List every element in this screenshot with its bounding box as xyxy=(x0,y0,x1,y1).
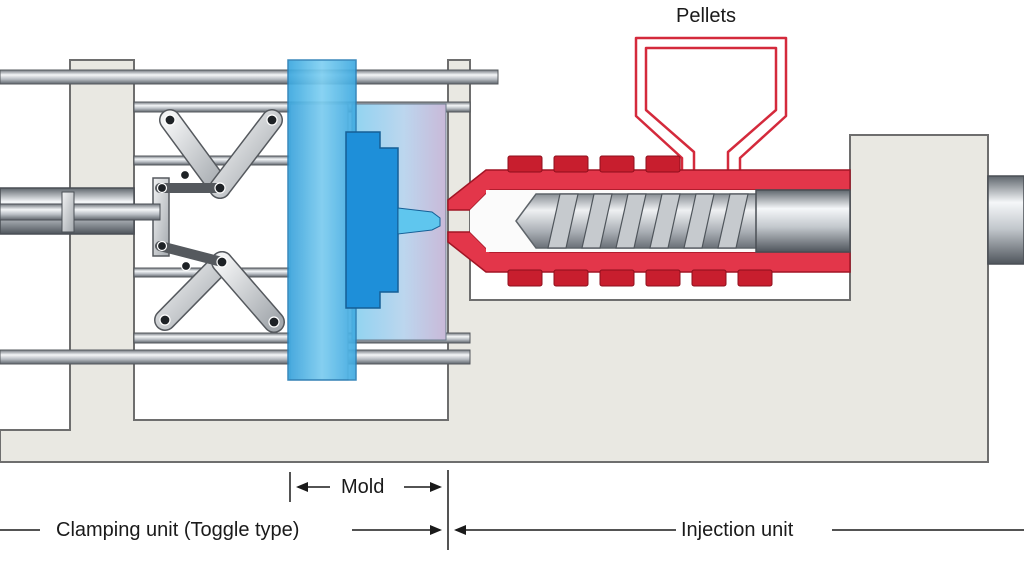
mold-label: Mold xyxy=(341,476,385,498)
mold-core xyxy=(345,131,399,309)
injection-unit-label: Injection unit xyxy=(681,519,794,541)
pellets-label: Pellets xyxy=(676,5,737,27)
rod-collar xyxy=(61,191,75,233)
mold-cavity-gate xyxy=(397,207,441,235)
heater-bands xyxy=(507,155,773,287)
tie-bar-bottom xyxy=(0,349,471,365)
screw-flights xyxy=(547,193,749,249)
screw-shaft xyxy=(755,189,851,253)
clamp-piston-rod xyxy=(0,203,161,221)
moving-mold-plate xyxy=(287,59,357,381)
injection-drive-rod xyxy=(987,175,1024,265)
toggle-mechanism xyxy=(133,109,347,333)
dimension-arrowheads xyxy=(296,482,466,535)
screw xyxy=(515,189,851,253)
tie-bar-top xyxy=(0,69,499,85)
toggle-pins xyxy=(156,114,280,328)
clamping-unit-label: Clamping unit (Toggle type) xyxy=(56,519,300,541)
mold xyxy=(287,59,447,381)
machine-base-frame xyxy=(0,59,989,463)
